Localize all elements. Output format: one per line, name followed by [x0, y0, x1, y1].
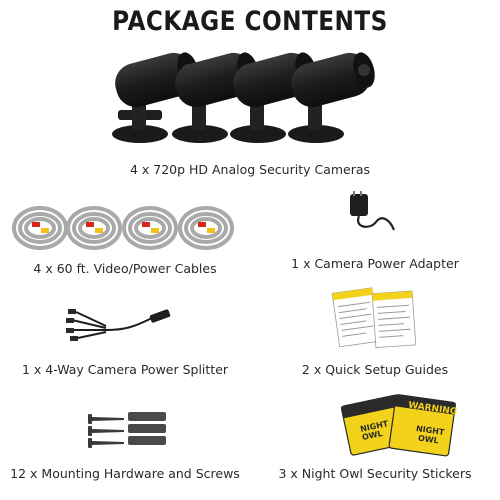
camera-icon — [288, 52, 375, 143]
camera-group-icon — [112, 52, 375, 143]
item-caption-power-adapter: 1 x Camera Power Adapter — [291, 256, 459, 271]
item-caption-cameras: 4 x 720p HD Analog Security Cameras — [129, 162, 371, 177]
cable-group-icon — [12, 206, 234, 250]
cable-icon — [122, 206, 178, 250]
setup-guide-icon — [331, 287, 417, 349]
page-title: PACKAGE CONTENTS — [112, 6, 388, 37]
power-splitter-icon — [66, 309, 171, 341]
cable-icon — [66, 206, 122, 250]
sticker-icon — [340, 394, 456, 457]
item-caption-cables: 4 x 60 ft. Video/Power Cables — [33, 261, 217, 276]
cable-icon — [178, 206, 234, 250]
sticker-group-icon: WARNING NIGHT OWL NIGHT OWL — [340, 392, 460, 462]
cable-icon — [12, 206, 68, 250]
item-caption-setup-guides: 2 x Quick Setup Guides — [301, 362, 449, 377]
item-caption-stickers: 3 x Night Owl Security Stickers — [278, 466, 472, 481]
item-caption-power-splitter: 1 x 4-Way Camera Power Splitter — [21, 362, 229, 377]
power-adapter-icon — [350, 191, 396, 231]
item-caption-screws: 12 x Mounting Hardware and Screws — [10, 466, 240, 481]
camera-icon — [112, 52, 199, 143]
screws-icon — [88, 412, 166, 448]
